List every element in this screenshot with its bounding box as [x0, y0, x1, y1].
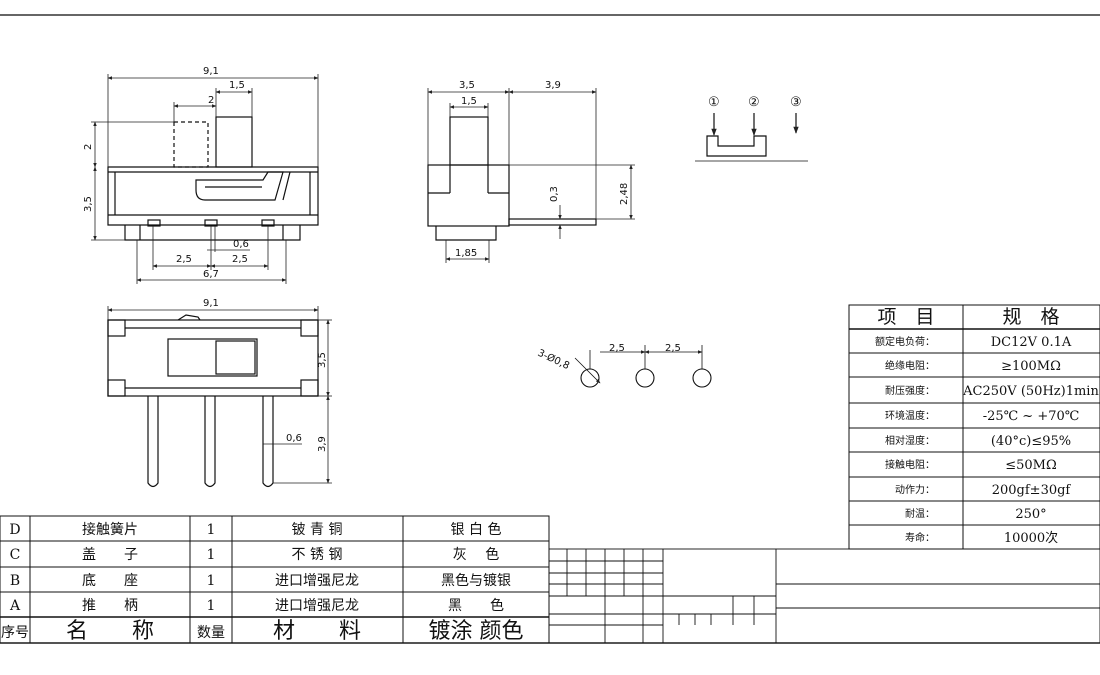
bom-material-3: 进口增强尼龙	[275, 598, 359, 614]
side-view	[427, 116, 597, 241]
spec-label-7: 耐温：	[905, 507, 935, 520]
title-block	[548, 548, 1100, 644]
bom-no-3: A	[9, 598, 21, 614]
dim-knob-height: 2	[83, 144, 94, 150]
bom-table	[0, 515, 550, 644]
spec-label-3: 环境温度：	[885, 409, 935, 422]
body-outline	[107, 166, 319, 226]
spec-table	[848, 304, 1100, 550]
bom-finish-2: 黑色与镀银	[441, 572, 511, 589]
bom-text: D 接触簧片 1 铍 青 铜 银 白 色 C 盖 子 1 不 锈 钢 灰 色 B…	[1, 521, 524, 644]
dim-bottom-height: 3,5	[317, 352, 328, 368]
spec-value-5: ≤50MΩ	[1005, 458, 1057, 473]
bom-material-0: 铍 青 铜	[292, 522, 343, 538]
dim-knob-width: 1,5	[229, 80, 245, 91]
side-body	[427, 164, 510, 227]
bom-name-3: 推 柄	[82, 598, 138, 614]
spec-label-5: 接触电阻：	[885, 458, 935, 471]
bottom-dim-labels: 9,1 3,5 0,6 3,9	[203, 298, 328, 452]
knob-dashed	[173, 121, 209, 168]
bom-header-material: 材 料	[273, 619, 361, 644]
spec-label-1: 绝缘电阻：	[885, 359, 935, 372]
hole-2	[635, 368, 655, 388]
front-dims	[91, 74, 319, 284]
front-dim-labels: 9,1 1,5 2 2 3,5 2,5 2,5 0,6 6,7	[83, 66, 249, 280]
hole-pitch-1: 2,5	[609, 343, 625, 354]
dim-side-body: 3,5	[459, 80, 475, 91]
side-dim-labels: 3,5 3,9 1,5 0,3 2,48 1,85	[455, 80, 630, 259]
spec-value-4: (40°c)≤95%	[991, 434, 1071, 449]
bom-no-0: D	[9, 522, 20, 538]
dim-span: 6,7	[203, 269, 219, 280]
spec-label-2: 耐压强度：	[885, 384, 935, 397]
spec-value-8: 10000次	[1004, 530, 1058, 546]
spec-value-7: 250°	[1015, 507, 1046, 522]
dim-side-foot: 1,85	[455, 248, 477, 259]
spec-value-6: 200gf±30gf	[992, 483, 1072, 498]
spec-value-0: DC12V 0.1A	[991, 335, 1072, 350]
bom-header-no: 序号	[1, 625, 29, 641]
spec-label-0: 额定电负荷：	[875, 335, 935, 348]
bottom-view	[107, 314, 319, 488]
spec-label-6: 动作力：	[895, 483, 935, 496]
dim-front-width: 9,1	[203, 66, 219, 77]
dim-knob-travel: 2	[208, 95, 214, 106]
terminal-1: ①	[708, 95, 720, 110]
bom-material-1: 不 锈 钢	[292, 547, 343, 563]
bom-name-1: 盖 子	[82, 547, 138, 563]
bom-no-2: B	[10, 573, 20, 589]
hole-pitch-2: 2,5	[665, 343, 681, 354]
dim-side-knob: 1,5	[461, 96, 477, 107]
spec-label-8: 寿命：	[905, 531, 935, 544]
bom-qty-1: 1	[207, 547, 216, 563]
hole-3	[692, 368, 712, 388]
bom-qty-0: 1	[207, 522, 216, 538]
dim-side-pin-t: 0,3	[549, 186, 560, 202]
dim-pitch-right: 2,5	[232, 254, 248, 265]
side-knob	[449, 116, 489, 166]
dim-pin-thickness: 0,6	[233, 239, 249, 250]
terminal-3: ③	[790, 95, 802, 110]
bottom-dims	[107, 306, 332, 484]
side-pin	[508, 218, 597, 226]
spec-value-3: -25℃ ~ +70℃	[983, 409, 1080, 424]
knob-solid	[215, 116, 253, 168]
dim-bottom-pin-t: 0,6	[286, 433, 302, 444]
spec-text: 项 目 规 格 额定电负荷： DC12V 0.1A 绝缘电阻： ≥100MΩ 耐…	[875, 306, 1099, 546]
spec-header-spec: 规 格	[1002, 306, 1059, 328]
spec-value-2: AC250V (50Hz)1min	[962, 384, 1099, 399]
spec-header-item: 项 目	[877, 306, 934, 328]
dim-bottom-pin-len: 3,9	[317, 436, 328, 452]
bom-finish-0: 银 白 色	[451, 521, 502, 538]
front-view	[107, 116, 319, 241]
bom-name-2: 底 座	[82, 573, 138, 589]
dim-body-height: 3,5	[83, 196, 94, 212]
bom-no-1: C	[10, 547, 21, 563]
side-dims	[427, 88, 635, 263]
bom-finish-3: 黑 色	[448, 597, 504, 614]
dim-bottom-width: 9,1	[203, 298, 219, 309]
bom-header-qty: 数量	[197, 625, 225, 641]
bom-name-0: 接触簧片	[82, 521, 138, 538]
spec-label-4: 相对湿度：	[885, 434, 935, 447]
dim-side-pin: 3,9	[545, 80, 561, 91]
bom-qty-3: 1	[207, 598, 216, 614]
hole-layout	[574, 345, 712, 388]
hole-label: 3-Ø0,8	[536, 347, 572, 372]
bom-qty-2: 1	[207, 573, 216, 589]
terminal-2: ②	[748, 95, 760, 110]
bom-finish-1: 灰 色	[453, 546, 499, 563]
hole-1	[580, 368, 600, 388]
bottom-body	[107, 319, 319, 397]
dim-pitch-left: 2,5	[176, 254, 192, 265]
dim-side-height: 2,48	[619, 183, 630, 205]
bom-header-finish: 镀涂 颜色	[429, 619, 524, 644]
bom-header-name: 名 称	[66, 619, 154, 644]
bottom-window	[167, 338, 258, 377]
schematic: ① ② ③	[695, 95, 808, 162]
hole-labels: 3-Ø0,8 2,5 2,5	[536, 343, 681, 372]
bom-material-2: 进口增强尼龙	[275, 573, 359, 589]
spec-value-1: ≥100MΩ	[1001, 359, 1061, 374]
